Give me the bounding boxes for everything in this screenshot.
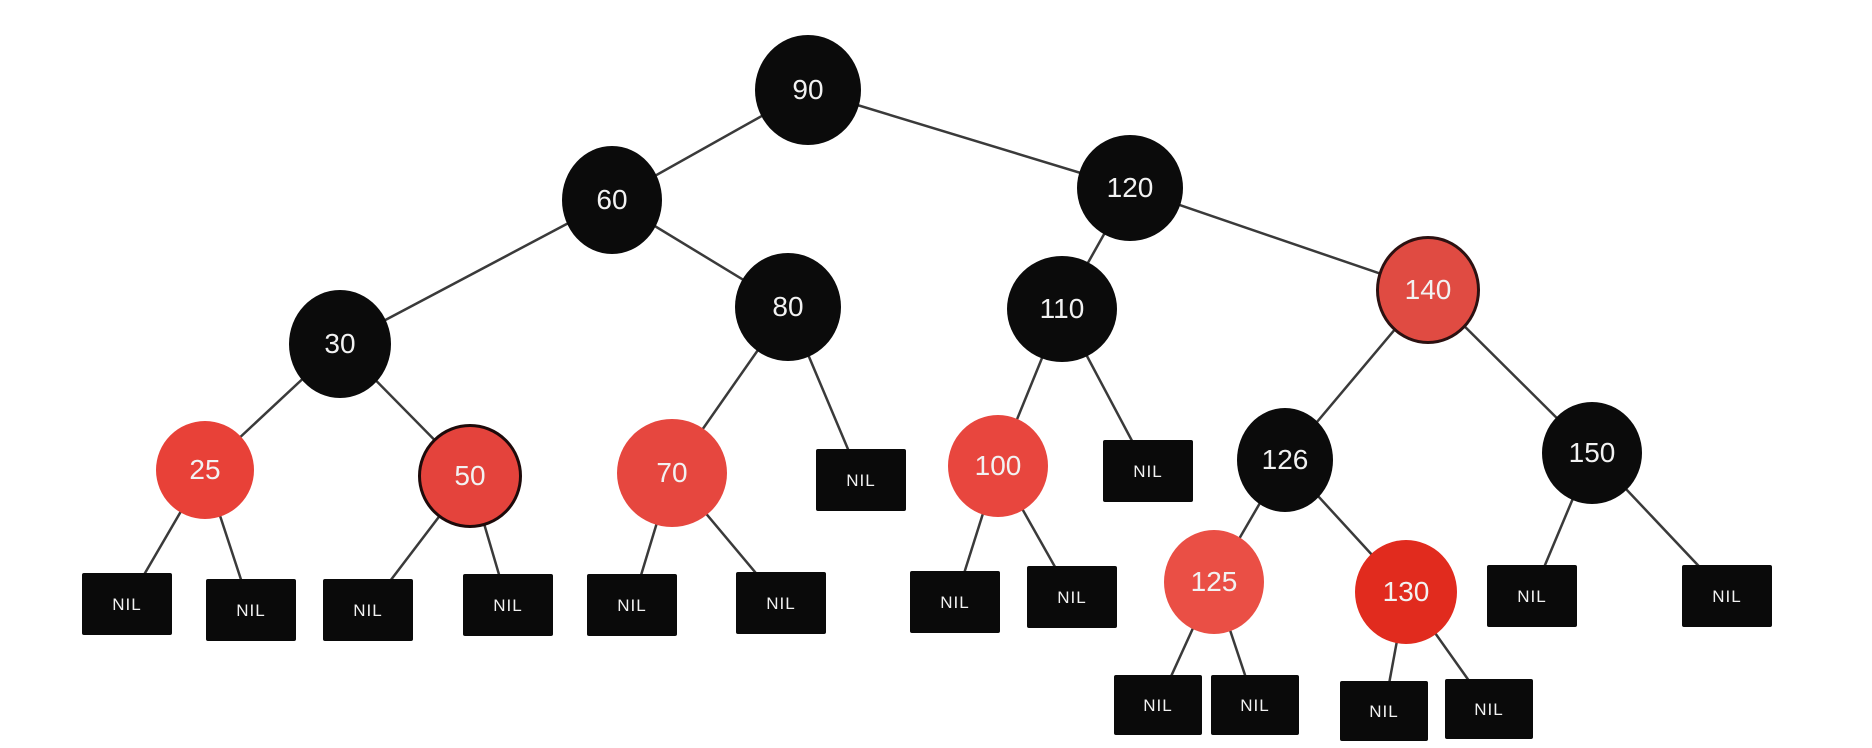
tree-node-126: 126 [1237, 408, 1333, 512]
tree-node-70: 70 [617, 419, 727, 527]
nil-leaf-node: NIL [1487, 565, 1577, 627]
node-label: 50 [454, 460, 486, 491]
node-label: NIL [353, 600, 383, 620]
tree-node-125: 125 [1164, 530, 1264, 634]
nil-leaf-node: NIL [816, 449, 906, 511]
node-label: 120 [1106, 172, 1154, 203]
node-label: NIL [112, 594, 142, 614]
nil-leaf-node: NIL [1211, 675, 1299, 735]
tree-node-50: 50 [418, 424, 522, 528]
node-label: NIL [940, 592, 970, 612]
node-label: 126 [1261, 444, 1309, 475]
node-label: 30 [324, 328, 356, 359]
nil-leaf-node: NIL [463, 574, 553, 636]
nil-leaf-node: NIL [1103, 440, 1193, 502]
nil-leaf-node: NIL [82, 573, 172, 635]
node-label: NIL [1057, 587, 1087, 607]
nil-leaf-node: NIL [1027, 566, 1117, 628]
node-label: NIL [1712, 586, 1742, 606]
tree-node-110: 110 [1007, 256, 1117, 362]
tree-edge [807, 88, 1131, 190]
node-label: 60 [596, 184, 628, 215]
node-label: 125 [1190, 566, 1238, 597]
tree-node-100: 100 [948, 415, 1048, 517]
tree-node-30: 30 [289, 290, 391, 398]
node-label: 150 [1568, 437, 1616, 468]
nil-leaf-node: NIL [910, 571, 1000, 633]
tree-node-90: 90 [755, 35, 861, 145]
node-label: NIL [1517, 586, 1547, 606]
node-label: 110 [1039, 293, 1085, 324]
node-label: NIL [1369, 701, 1399, 721]
node-label: NIL [493, 595, 523, 615]
node-label: NIL [617, 595, 647, 615]
node-label: NIL [1133, 461, 1163, 481]
node-label: 100 [974, 450, 1022, 481]
node-label: 25 [189, 454, 221, 485]
node-label: 80 [772, 291, 804, 322]
tree-node-120: 120 [1077, 135, 1183, 241]
tree-node-150: 150 [1542, 402, 1642, 504]
nil-leaf-node: NIL [736, 572, 826, 634]
tree-node-60: 60 [562, 146, 662, 254]
node-label: 90 [792, 74, 824, 105]
tree-node-130: 130 [1355, 540, 1457, 644]
nil-leaf-node: NIL [206, 579, 296, 641]
nil-leaf-node: NIL [1340, 681, 1428, 741]
node-label: 70 [656, 457, 688, 488]
node-label: NIL [1474, 699, 1504, 719]
node-label: NIL [846, 470, 876, 490]
tree-node-80: 80 [735, 253, 841, 361]
nil-leaf-node: NIL [587, 574, 677, 636]
tree-node-140: 140 [1376, 236, 1480, 344]
node-label: NIL [236, 600, 266, 620]
node-label: 140 [1404, 274, 1452, 305]
node-label: NIL [1143, 695, 1173, 715]
nil-leaf-node: NIL [1114, 675, 1202, 735]
node-label: NIL [766, 593, 796, 613]
tree-node-25: 25 [156, 421, 254, 519]
nil-leaf-node: NIL [1682, 565, 1772, 627]
node-label: NIL [1240, 695, 1270, 715]
nil-leaf-node: NIL [323, 579, 413, 641]
node-label: 130 [1382, 576, 1430, 607]
nil-leaf-node: NIL [1445, 679, 1533, 739]
